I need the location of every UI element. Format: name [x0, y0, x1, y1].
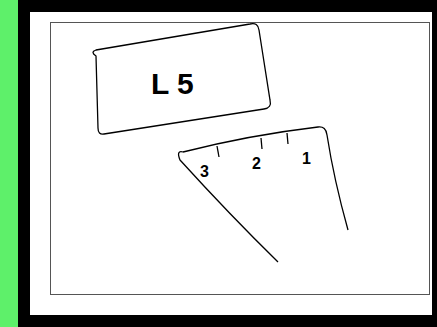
- callout-number: 2: [252, 156, 261, 172]
- paper-ground: [30, 12, 432, 315]
- inner-frame: [51, 23, 430, 295]
- callout-number: 3: [200, 164, 209, 180]
- plate-text: L 5: [151, 69, 194, 99]
- callout-number: 1: [302, 151, 311, 167]
- green-strip: [0, 0, 18, 327]
- triangle-outline: [179, 127, 348, 262]
- tick-mark: [261, 138, 262, 149]
- tick-mark: [287, 133, 288, 144]
- tick-mark: [217, 146, 219, 157]
- label-plate: L 5: [86, 20, 274, 138]
